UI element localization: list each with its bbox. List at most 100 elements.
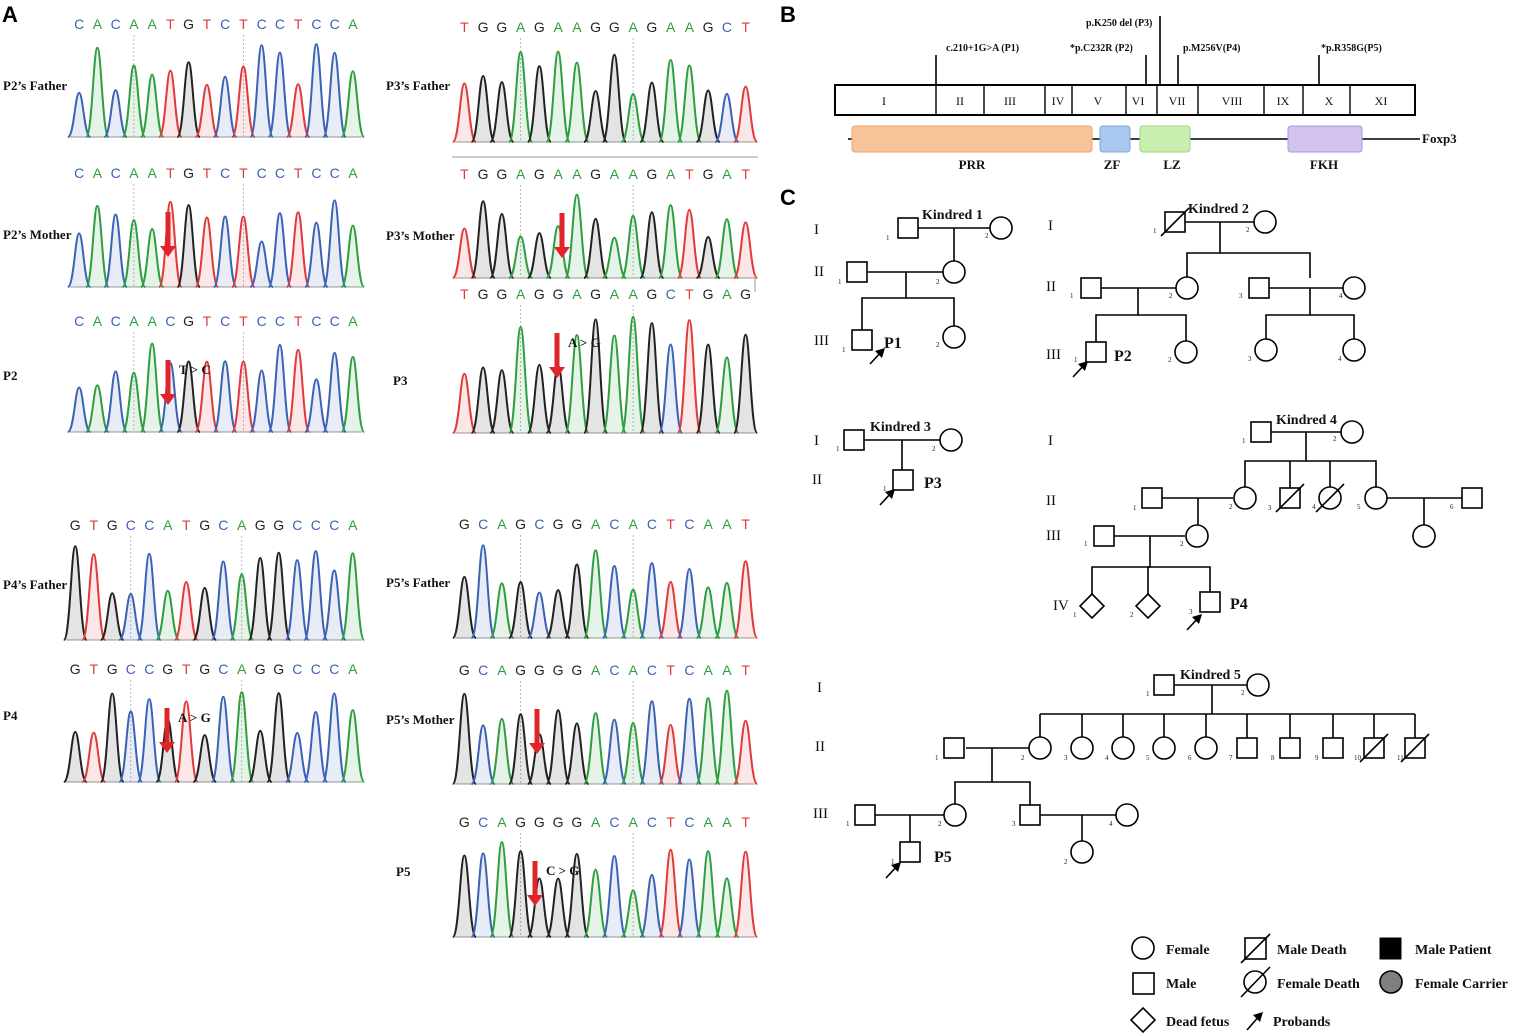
peak	[545, 877, 571, 938]
peak	[66, 232, 92, 288]
male	[892, 469, 914, 491]
peak	[229, 573, 255, 641]
mutation-label: *p.C232R (P2)	[1070, 43, 1133, 54]
base-call: C	[220, 165, 230, 181]
peak	[676, 319, 702, 434]
domain-label: FKH	[1310, 157, 1338, 172]
individual-number: 11	[1397, 754, 1404, 762]
peak	[564, 193, 590, 279]
mutation-label: p.K250 del (P3)	[1086, 18, 1152, 29]
individual-number: 4	[1338, 355, 1342, 363]
base-call: A	[591, 814, 601, 830]
base-call: T	[460, 19, 469, 35]
peak	[714, 581, 740, 639]
base-call: A	[666, 19, 676, 35]
base-call: C	[292, 517, 302, 533]
base-call: T	[182, 517, 191, 533]
legend-label: Female Death	[1277, 977, 1360, 992]
panel-b-letter: B	[780, 2, 796, 27]
male	[1322, 737, 1344, 759]
peak	[639, 211, 665, 279]
base-call: C	[647, 516, 657, 532]
base-call: A	[147, 165, 157, 181]
legend-female-carrier-symbol	[1379, 970, 1403, 994]
base-call: C	[666, 286, 676, 302]
individual-number: 3	[1012, 820, 1016, 828]
base-call: C	[165, 313, 175, 329]
peak	[508, 580, 534, 639]
base-call: A	[147, 313, 157, 329]
peak	[658, 343, 684, 434]
base-call: G	[571, 662, 582, 678]
base-call: T	[666, 516, 675, 532]
base-call: A	[610, 166, 620, 182]
peak	[733, 221, 759, 279]
base-call: C	[647, 814, 657, 830]
base-call: G	[703, 19, 714, 35]
peak	[85, 46, 110, 138]
peak	[658, 580, 684, 639]
peak	[489, 212, 515, 279]
peak	[267, 51, 293, 138]
trace-label: P3’s Father	[386, 78, 450, 93]
female-carrier	[1174, 340, 1198, 364]
individual-number: 2	[936, 341, 940, 349]
base-call: A	[610, 286, 620, 302]
individual-number: 2	[1246, 226, 1250, 234]
peak	[676, 64, 702, 143]
base-call: A	[722, 166, 732, 182]
individual-number: 1	[1133, 504, 1137, 512]
peak	[601, 53, 627, 143]
individual-number: 1	[838, 278, 842, 286]
peak	[340, 70, 366, 138]
base-call: C	[275, 313, 285, 329]
peak	[545, 709, 571, 785]
base-call: A	[722, 662, 732, 678]
peak	[231, 215, 256, 288]
peak	[229, 691, 255, 783]
peak	[695, 697, 721, 785]
peak	[340, 224, 366, 288]
peak	[489, 369, 515, 434]
peak	[212, 215, 238, 288]
female	[1111, 736, 1135, 760]
peak	[340, 355, 366, 433]
trace-label: P2’s Mother	[3, 227, 72, 242]
base-call: A	[722, 516, 732, 532]
base-call: T	[239, 16, 248, 32]
peak	[695, 586, 721, 639]
mutation-annotation: A > G	[178, 710, 211, 725]
base-call: G	[534, 19, 545, 35]
female	[989, 216, 1013, 240]
individual-number: 1	[836, 445, 840, 453]
panel-c-letter: C	[780, 185, 796, 210]
male	[851, 329, 873, 351]
base-call: C	[478, 814, 488, 830]
peak	[508, 325, 534, 434]
peak	[340, 552, 366, 641]
legend-label: Male Patient	[1415, 943, 1492, 958]
base-call: A	[722, 814, 732, 830]
peak	[489, 717, 515, 785]
mutation-annotation: T > C	[179, 362, 211, 377]
base-call: C	[144, 517, 154, 533]
peak	[526, 591, 552, 639]
female	[1246, 673, 1270, 697]
base-call: A	[497, 814, 507, 830]
peak	[470, 544, 496, 639]
peak	[508, 235, 534, 279]
individual-number: 3	[1189, 608, 1193, 616]
base-call: C	[609, 516, 619, 532]
peak	[303, 711, 329, 783]
base-call: G	[534, 814, 545, 830]
base-call: A	[237, 661, 247, 677]
individual-number: 2	[936, 278, 940, 286]
peak	[192, 734, 218, 783]
peak	[304, 378, 329, 433]
peak	[526, 232, 552, 279]
peak	[564, 722, 590, 785]
individual-number: 5	[1146, 754, 1150, 762]
individual-number: 2	[1241, 689, 1245, 697]
peak	[249, 240, 274, 288]
